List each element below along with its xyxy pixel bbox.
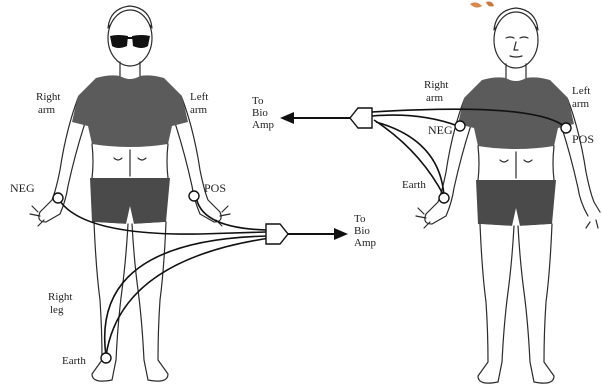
left-left-arm-label-1: Left bbox=[190, 91, 208, 103]
right-figure-left-hand bbox=[586, 220, 598, 228]
left-neg-label: NEG bbox=[10, 181, 35, 195]
left-arrow-icon bbox=[334, 228, 348, 240]
right-figure-head bbox=[494, 12, 538, 68]
right-pos-electrode bbox=[561, 123, 571, 133]
right-neg-label: NEG bbox=[428, 123, 453, 137]
left-amplifier-icon bbox=[266, 224, 288, 244]
right-left-arm-label-1: Left bbox=[572, 85, 590, 97]
right-amp-label-2: Bio bbox=[252, 107, 268, 119]
left-pos-electrode bbox=[189, 191, 199, 201]
right-figure-shorts bbox=[476, 180, 556, 226]
right-arrow-icon bbox=[280, 112, 294, 124]
right-amp-label-3: Amp bbox=[252, 119, 275, 131]
left-figure-shorts bbox=[90, 178, 170, 224]
decorative-mark-icon bbox=[470, 2, 494, 8]
left-pos-label: POS bbox=[204, 181, 226, 195]
right-figure-shirt bbox=[458, 77, 574, 149]
left-neg-electrode bbox=[53, 193, 63, 203]
left-earth-label: Earth bbox=[62, 355, 86, 367]
left-amp-label-2: Bio bbox=[354, 225, 370, 237]
right-figure-legs bbox=[478, 224, 554, 383]
right-amp-label-1: To bbox=[252, 95, 264, 107]
left-amp-label-1: To bbox=[354, 213, 366, 225]
left-right-leg-label-1: Right bbox=[48, 291, 72, 303]
left-figure-shirt bbox=[72, 75, 188, 147]
right-pos-label: POS bbox=[572, 132, 594, 146]
left-earth-electrode bbox=[101, 353, 111, 363]
right-earth-label: Earth bbox=[402, 179, 426, 191]
left-right-arm-label-1: Right bbox=[36, 91, 60, 103]
left-figure-abs bbox=[114, 150, 146, 176]
right-neg-electrode bbox=[455, 121, 465, 131]
right-right-arm-label-1: Right bbox=[424, 79, 448, 91]
right-figure-abs bbox=[500, 152, 532, 178]
left-right-arm-label-2: arm bbox=[38, 104, 56, 116]
right-left-arm-label-2: arm bbox=[572, 98, 590, 110]
right-amplifier-icon bbox=[350, 108, 372, 128]
right-right-arm-label-2: arm bbox=[426, 92, 444, 104]
left-right-leg-label-2: leg bbox=[50, 304, 64, 316]
right-earth-electrode bbox=[439, 193, 449, 203]
left-amp-label-3: Amp bbox=[354, 237, 377, 249]
left-left-arm-label-2: arm bbox=[190, 104, 208, 116]
